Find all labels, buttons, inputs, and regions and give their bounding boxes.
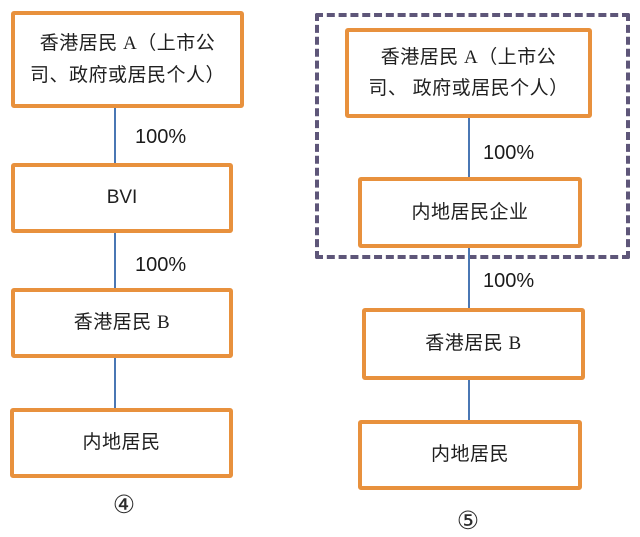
right-node-hk-resident-b: 香港居民 B [362, 308, 585, 380]
right-diagram-number: ⑤ [456, 508, 480, 535]
right-node-hk-resident-a: 香港居民 A（上市公 司、 政府或居民个人） [345, 28, 592, 118]
right-node-mainland-resident: 内地居民 [358, 420, 582, 490]
left-edge-label-bvi-to-b: 100% [135, 254, 187, 276]
left-node-hk-resident-a: 香港居民 A（上市公 司、政府或居民个人） [11, 11, 244, 108]
right-edge-label-a-to-enterprise: 100% [483, 142, 535, 164]
right-connector-group-to-b [468, 248, 470, 308]
left-connector-bvi-to-b [114, 233, 116, 288]
left-connector-a-to-bvi [114, 108, 116, 163]
left-connector-b-to-mainland [114, 358, 116, 408]
left-node-mainland-resident: 内地居民 [10, 408, 233, 478]
right-dashed-group-box [315, 13, 630, 259]
left-node-hk-resident-b: 香港居民 B [11, 288, 233, 358]
right-connector-a-to-enterprise [468, 118, 470, 177]
right-connector-b-to-mainland [468, 380, 470, 420]
left-edge-label-a-to-bvi: 100% [135, 126, 187, 148]
left-node-bvi: BVI [11, 163, 233, 233]
left-diagram-number: ④ [112, 492, 136, 519]
right-node-mainland-resident-enterprise: 内地居民企业 [358, 177, 582, 248]
right-edge-label-group-to-b: 100% [483, 270, 535, 292]
